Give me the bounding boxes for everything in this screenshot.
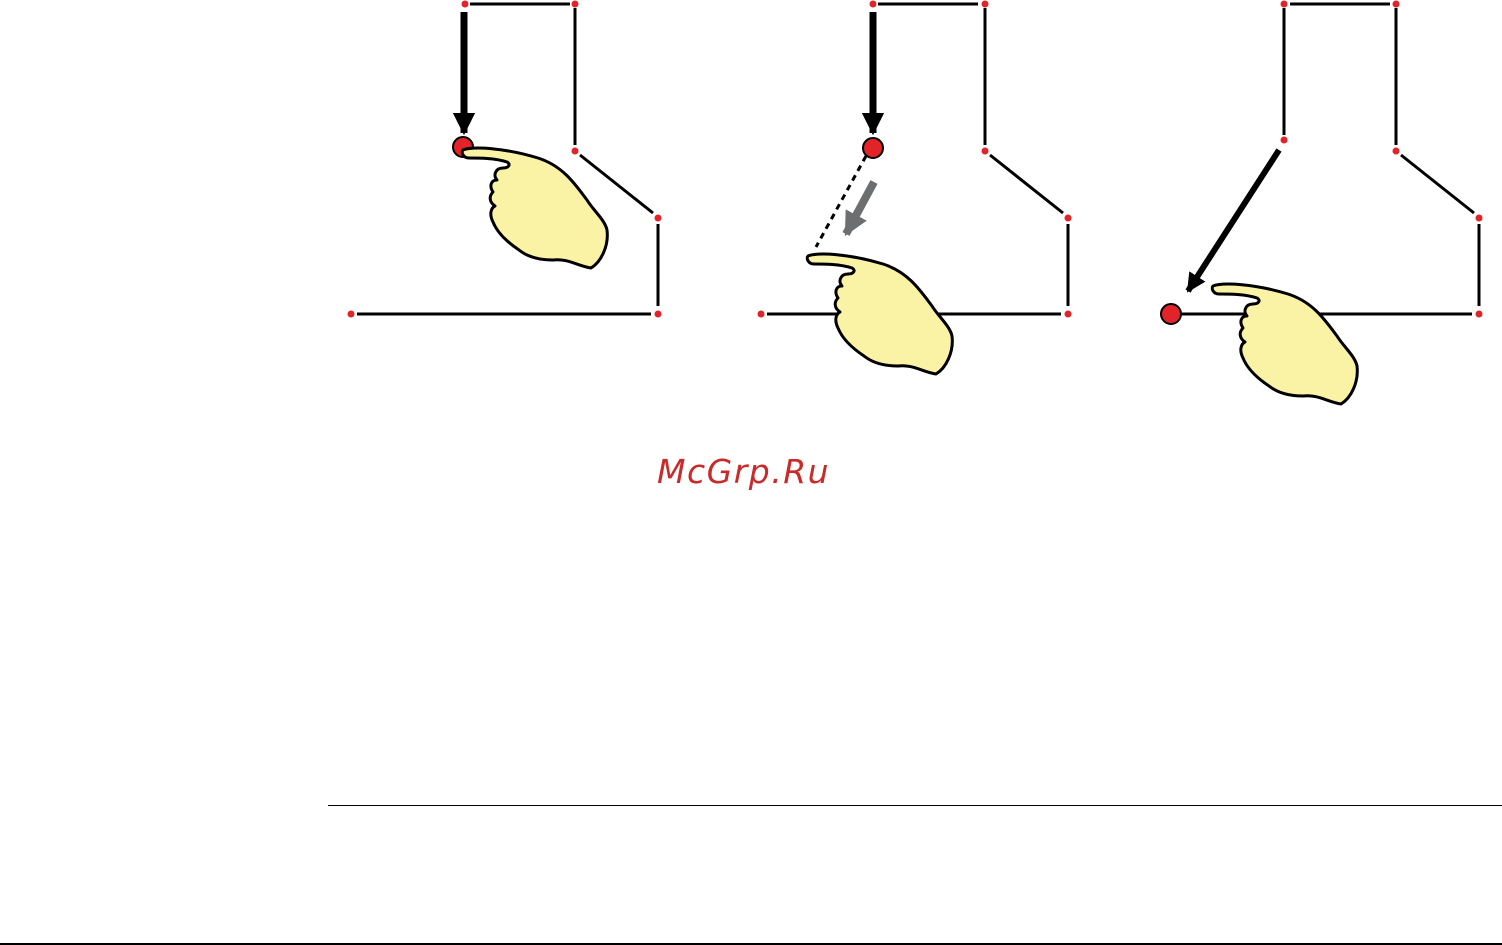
panel-step-1 — [348, 1, 662, 318]
polyline-outline — [1182, 4, 1479, 314]
red-vertex-marker-icon — [863, 138, 883, 158]
watermark-text: McGrp.Ru — [657, 452, 830, 491]
pointing-hand-icon — [462, 148, 607, 268]
pointing-hand-icon — [1212, 284, 1357, 404]
dashed-drag-line-icon — [816, 156, 866, 247]
red-vertex-marker-icon — [1161, 304, 1181, 324]
vertex-markers — [758, 1, 1072, 318]
polyline-outline — [767, 4, 1068, 314]
panel-step-2 — [758, 1, 1072, 375]
panel-step-3 — [1161, 1, 1483, 405]
black-arrow-diagonal-icon — [1188, 150, 1279, 291]
vertex-markers — [1281, 1, 1483, 318]
divider-line — [328, 805, 1502, 806]
gray-drag-arrow-icon — [846, 182, 874, 234]
